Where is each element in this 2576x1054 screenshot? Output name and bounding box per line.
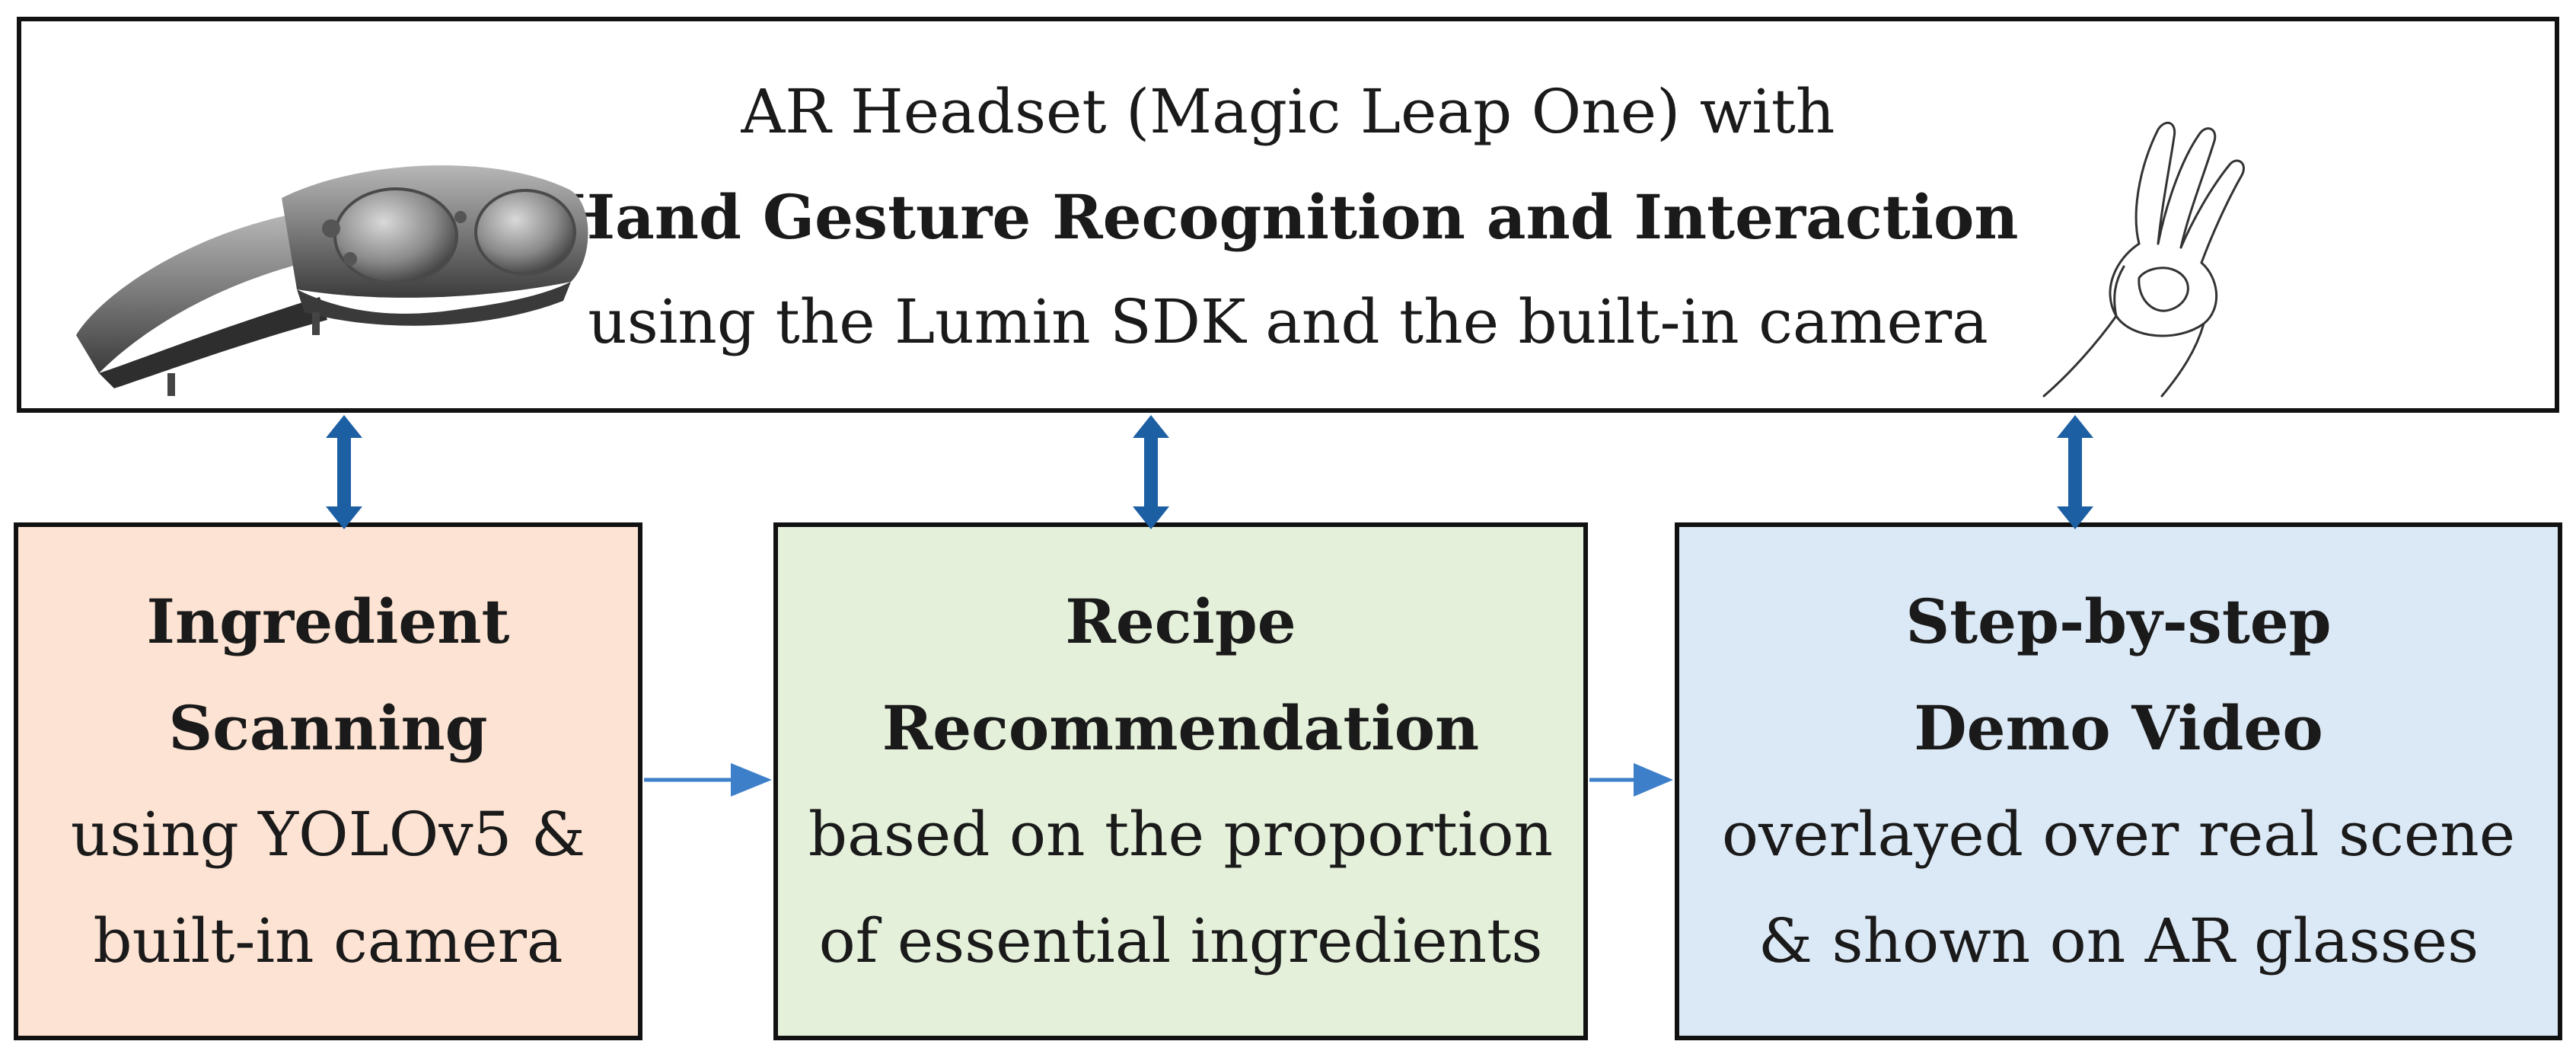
- module-title-line-1: Recipe: [1065, 586, 1296, 657]
- module-description-line-1: using YOLOv5 &: [70, 799, 586, 870]
- module-description-line-2: built-in camera: [93, 905, 563, 976]
- module-title-line-2: Scanning: [168, 692, 488, 764]
- headset-subtitle: Hand Gesture Recognition and Interaction: [557, 181, 2019, 253]
- recipe-recommendation-box: Recipe Recommendation based on the propo…: [773, 522, 1588, 1040]
- double-arrow-scan: [326, 415, 362, 529]
- ar-headset-icon: [76, 165, 588, 396]
- module-description-line-2: of essential ingredients: [818, 905, 1543, 976]
- module-description-line-1: overlayed over real scene: [1721, 799, 2516, 870]
- double-arrow-recipe: [1133, 415, 1169, 529]
- module-title-line-2: Demo Video: [1914, 692, 2323, 764]
- module-title-line-1: Ingredient: [146, 586, 510, 657]
- module-title-line-1: Step-by-step: [1905, 586, 2332, 657]
- headset-description: using the Lumin SDK and the built-in cam…: [588, 286, 1988, 357]
- module-description-line-2: & shown on AR glasses: [1758, 905, 2479, 976]
- flow-arrow-recipe-to-video: [1589, 763, 1673, 797]
- module-description-line-1: based on the proportion: [808, 799, 1554, 870]
- demo-video-box: Step-by-step Demo Video overlayed over r…: [1675, 522, 2562, 1040]
- headset-title: AR Headset (Magic Leap One) with: [741, 76, 1835, 147]
- ingredient-scanning-box: Ingredient Scanning using YOLOv5 & built…: [14, 522, 642, 1040]
- double-arrow-video: [2057, 415, 2093, 529]
- ok-hand-gesture-icon: [2042, 121, 2245, 398]
- module-title-line-2: Recommendation: [882, 692, 1480, 764]
- flow-arrow-scan-to-recipe: [644, 763, 772, 797]
